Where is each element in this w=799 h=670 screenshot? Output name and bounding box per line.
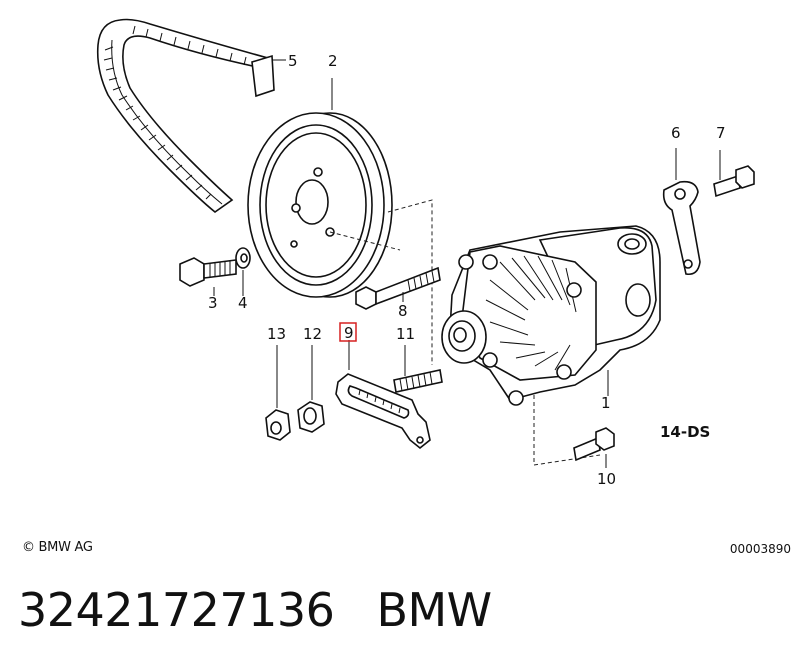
copyright-notice: © BMW AG: [22, 540, 93, 555]
callout-5: 5: [288, 52, 298, 70]
document-number: 00003890: [729, 542, 791, 556]
callout-9[interactable]: 9: [344, 324, 354, 342]
nut-13: [265, 345, 291, 441]
nut-12: [297, 345, 325, 433]
parts-diagram: 5 2 6 7 3 4 8 13 12 9 11 1 10 14-DS: [96, 18, 755, 488]
bolt-10: [573, 427, 615, 468]
v-belt: [96, 18, 286, 214]
callout-10: 10: [597, 470, 616, 488]
adjusting-bracket-9: [335, 340, 431, 450]
bracket-6: [662, 148, 701, 276]
pulley: [247, 78, 393, 298]
part-title: 32421727136 BMW: [18, 583, 492, 637]
callout-4: 4: [238, 294, 248, 312]
diagram-tag: 14-DS: [660, 423, 710, 441]
callout-8: 8: [398, 302, 408, 320]
bolt-3: [179, 257, 237, 296]
brand-name: BMW: [376, 583, 492, 637]
washer-4: [235, 247, 251, 296]
bolt-7: [713, 150, 755, 198]
callout-9-highlight: [339, 322, 357, 342]
callout-11: 11: [396, 325, 415, 343]
callout-3: 3: [208, 294, 218, 312]
stud-11: [393, 345, 443, 393]
callout-6: 6: [671, 124, 681, 142]
callout-2: 2: [328, 52, 338, 70]
part-number: 32421727136: [18, 583, 335, 637]
power-steering-pump: [441, 225, 661, 406]
callout-12: 12: [303, 325, 322, 343]
callout-13: 13: [267, 325, 286, 343]
callout-1: 1: [601, 394, 611, 412]
bolt-8: [355, 266, 441, 310]
callout-7: 7: [716, 124, 726, 142]
